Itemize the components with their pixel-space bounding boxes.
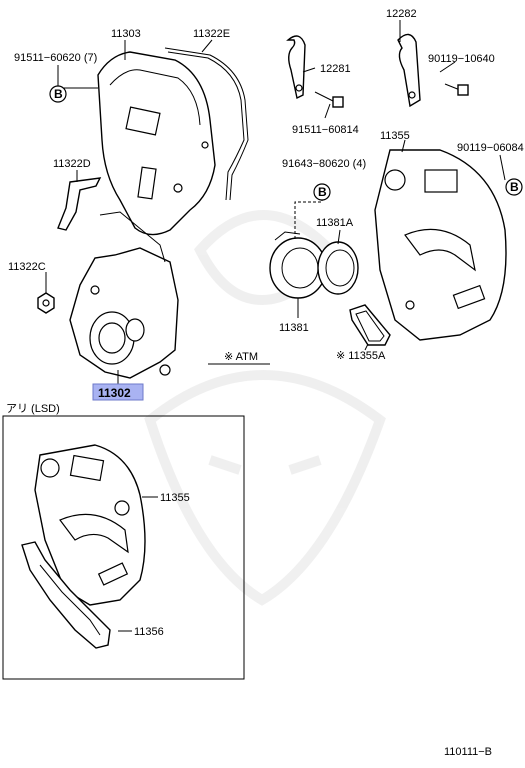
label-90119-10640: 90119−10640 <box>428 53 495 65</box>
callout-b-left-letter: B <box>54 87 63 101</box>
timing-cover-lower-11302[interactable] <box>69 211 179 379</box>
label-11322d: 11322D <box>53 158 91 170</box>
gasket-11355a[interactable] <box>349 304 391 346</box>
label-11303: 11303 <box>111 28 141 40</box>
label-11322c: 11322C <box>8 261 46 273</box>
label-11381: 11381 <box>279 322 309 334</box>
diagram-id: 110111−B <box>444 746 492 758</box>
gasket-11322e[interactable] <box>164 47 249 201</box>
label-12282: 12282 <box>386 8 417 20</box>
label-11355: 11355 <box>380 130 410 142</box>
inset-end-plate-11355[interactable] <box>34 444 146 606</box>
bolt-91511-60814[interactable] <box>314 91 344 108</box>
highlight-11302[interactable]: 11302 <box>92 383 144 401</box>
inset-plate-11356[interactable] <box>21 541 111 649</box>
label-11381a: 11381A <box>316 217 354 229</box>
label-91511-60814: 91511−60814 <box>292 124 359 136</box>
callout-b-right: B <box>505 178 523 196</box>
callout-b-middle: B <box>313 183 331 201</box>
end-plate-11355[interactable] <box>374 149 507 341</box>
label-91643-80620: 91643−80620 (4) <box>282 158 366 170</box>
label-90119-06084: 90119−06084 <box>457 142 524 154</box>
nut-11322c[interactable] <box>37 292 55 314</box>
oil-seal-11381a[interactable] <box>317 241 359 295</box>
label-91511-60620: 91511−60620 (7) <box>14 52 97 64</box>
callout-b-right-letter: B <box>510 180 519 194</box>
leader-lines <box>45 20 506 632</box>
callout-b-left: B <box>49 85 67 103</box>
gasket-11322d[interactable] <box>57 177 102 231</box>
label-11322e: 11322E <box>193 28 230 40</box>
callout-b-middle-letter: B <box>318 185 327 199</box>
part-labels: 11303 11322E 91511−60620 (7) 11322D 1132… <box>8 8 524 365</box>
lsd-inset-title: アリ (LSD) <box>6 403 60 415</box>
label-atm: ※ ATM <box>224 351 258 363</box>
lsd-inset: アリ (LSD) 11355 11356 <box>2 403 245 680</box>
label-11302: 11302 <box>98 386 131 400</box>
bolt-90119-10640[interactable] <box>444 83 469 96</box>
label-inset-11355: 11355 <box>160 492 190 504</box>
timing-cover-upper-11303[interactable] <box>97 51 216 236</box>
engine-hanger-12281[interactable] <box>286 35 306 100</box>
label-inset-11356: 11356 <box>134 626 164 638</box>
label-12281: 12281 <box>320 63 351 75</box>
label-11355a: ※ 11355A <box>336 350 386 362</box>
engine-hanger-12282[interactable] <box>397 33 421 108</box>
